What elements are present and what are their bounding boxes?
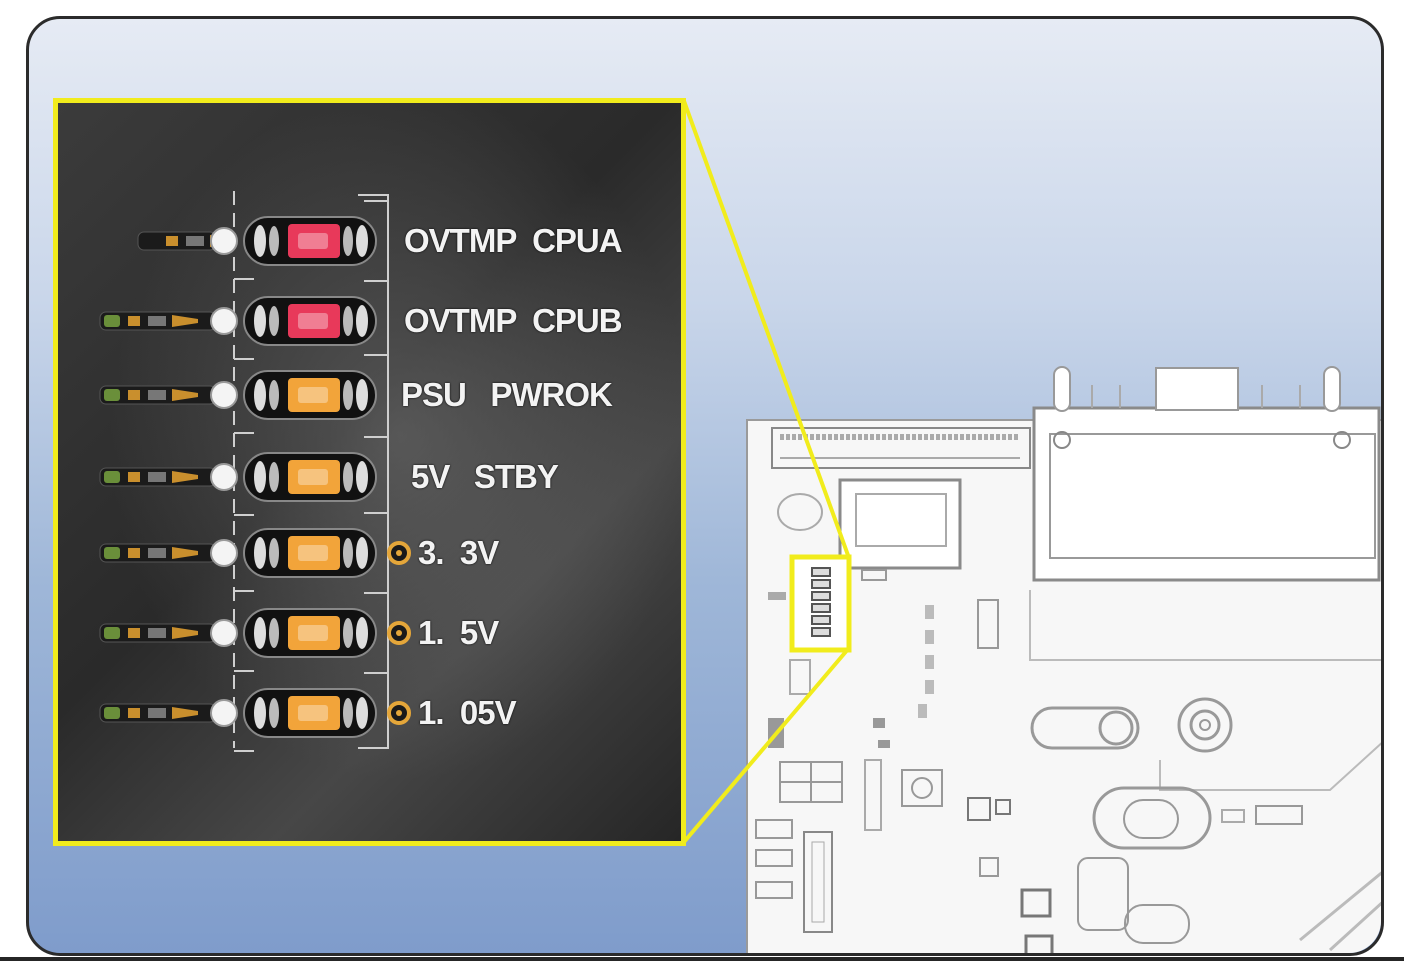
led-zoom-panel: [53, 98, 686, 846]
board-connector-strip: [771, 427, 1031, 469]
led-row: [99, 436, 388, 516]
led-row: [99, 512, 411, 592]
led-lead-tip: [104, 315, 120, 327]
led-lead-tip: [104, 471, 120, 483]
page-bottom-rule: [0, 957, 1404, 961]
led-lens: [288, 378, 340, 412]
led-lens: [288, 696, 340, 730]
led-label: OVTMP CPUA: [404, 222, 623, 259]
led-lens: [288, 224, 340, 258]
led-row: [99, 354, 388, 434]
bracket-right: [358, 194, 389, 749]
led-label: PSU PWROK: [401, 376, 613, 413]
led-node: [210, 539, 238, 567]
led-lead-tip: [104, 389, 120, 401]
led-row: [99, 592, 411, 672]
zoom-line-top: [682, 100, 851, 559]
led-lead-tip: [104, 547, 120, 559]
led-lens: [288, 460, 340, 494]
led-label: 5V STBY: [411, 458, 559, 495]
led-node: [210, 227, 238, 255]
led-node: [210, 619, 238, 647]
led-label: 1. 5V: [418, 614, 499, 651]
led-node: [210, 699, 238, 727]
led-lead-tip: [104, 627, 120, 639]
led-lens: [288, 536, 340, 570]
led-label: 3. 3V: [418, 534, 499, 571]
led-row: [99, 672, 411, 752]
led-diagram: [99, 191, 411, 752]
board-socket: [1032, 406, 1381, 582]
zoom-line-bottom: [682, 646, 851, 844]
led-node: [210, 381, 238, 409]
led-row: [137, 200, 388, 280]
led-lens: [288, 304, 340, 338]
led-node: [210, 463, 238, 491]
led-label: 1. 05V: [418, 694, 517, 731]
led-lead-tip: [104, 707, 120, 719]
led-row: [99, 280, 388, 360]
led-lens: [288, 616, 340, 650]
led-node: [210, 307, 238, 335]
led-label: OVTMP CPUB: [404, 302, 623, 339]
